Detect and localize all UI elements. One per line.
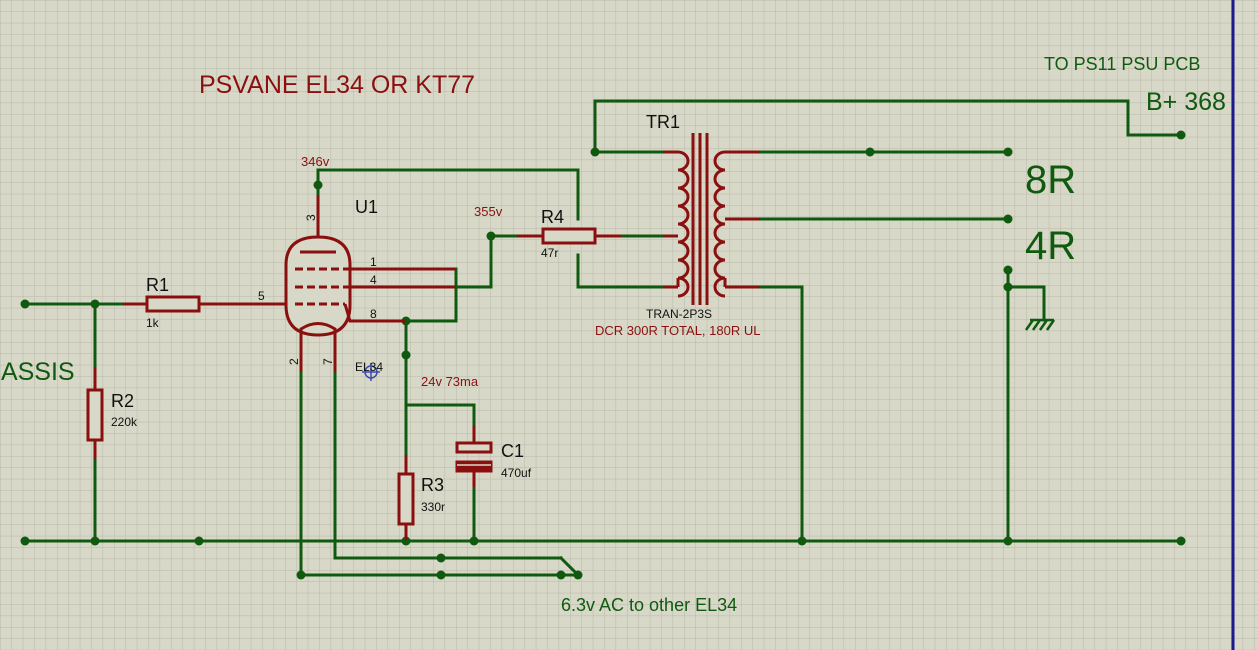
schematic-title: PSVANE EL34 OR KT77	[199, 71, 475, 99]
r4-value: 47r	[541, 246, 558, 260]
speaker-tap-4r: 4R	[1025, 224, 1076, 268]
r1-ref: R1	[146, 275, 169, 295]
tube-pin-3: 3	[304, 214, 318, 221]
speaker-tap-8r: 8R	[1025, 158, 1076, 202]
resistor-r4[interactable]	[517, 227, 621, 245]
transformer-ref: TR1	[646, 112, 680, 132]
tube-ref: U1	[355, 197, 378, 217]
tube-type: EL34	[355, 360, 383, 374]
junction-dots	[20, 130, 1186, 580]
resistor-r3[interactable]	[397, 455, 415, 540]
psu-note: TO PS11 PSU PCB	[1044, 54, 1200, 74]
chassis-label: IASSIS	[0, 358, 75, 386]
r2-value: 220k	[111, 415, 138, 429]
r1-value: 1k	[146, 316, 160, 330]
resistor-r1[interactable]	[123, 295, 272, 313]
crosshair-icon	[362, 363, 380, 381]
tube-pin-1: 1	[370, 255, 377, 269]
tube-pin-4: 4	[370, 273, 377, 287]
ground-symbol	[1024, 318, 1056, 331]
screen-voltage: 355v	[474, 204, 503, 219]
r4-ref: R4	[541, 207, 564, 227]
transformer-part: TRAN-2P3S	[646, 307, 712, 321]
cathode-voltage: 24v 73ma	[421, 374, 479, 389]
resistor-r2[interactable]	[86, 367, 104, 460]
tube-pin-7: 7	[321, 358, 335, 365]
tube-pin-5: 5	[258, 289, 265, 303]
transformer-tr1[interactable]	[663, 133, 760, 305]
tube-u1[interactable]	[272, 195, 456, 372]
tube-pin-2: 2	[287, 358, 301, 365]
c1-ref: C1	[501, 441, 524, 461]
anode-voltage: 346v	[301, 154, 330, 169]
r2-ref: R2	[111, 391, 134, 411]
heater-note: 6.3v AC to other EL34	[561, 595, 737, 615]
r3-value: 330r	[421, 500, 445, 514]
c1-value: 470uf	[501, 466, 532, 480]
capacitor-c1[interactable]	[455, 425, 493, 487]
tube-pin-8: 8	[370, 307, 377, 321]
transformer-note: DCR 300R TOTAL, 180R UL	[595, 323, 760, 338]
wires	[23, 99, 1183, 578]
bplus-label: B+ 368	[1146, 88, 1226, 116]
r3-ref: R3	[421, 475, 444, 495]
